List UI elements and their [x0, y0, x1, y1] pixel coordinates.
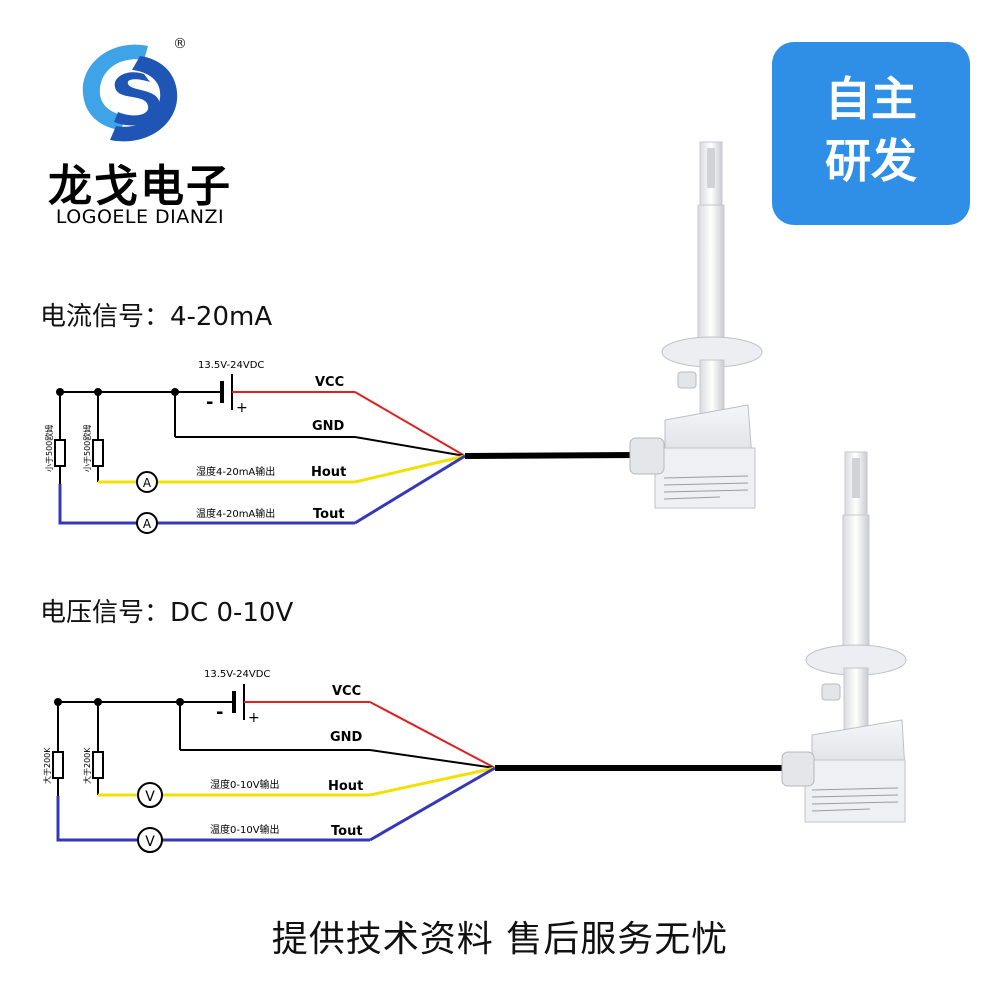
brand-name-en: LOGOELE DIANZI: [55, 206, 225, 228]
voltage-supply-label: 13.5V-24VDC: [204, 669, 270, 680]
battery-icon: - +: [216, 684, 260, 726]
footer-slogan: 提供技术资料 售后服务无忧: [271, 919, 729, 960]
voltmeter-1-icon: [137, 782, 163, 808]
voltage-humidity-label: 湿度0-10V输出: [210, 778, 280, 791]
current-tout-label: Tout: [313, 507, 345, 522]
badge-line-2: 研发: [825, 134, 917, 188]
resistor-3-icon: [52, 751, 64, 779]
ammeter-2-icon: [136, 512, 158, 534]
resistor-2-icon: [92, 439, 104, 467]
voltage-tout-label: Tout: [331, 824, 363, 839]
ammeter-2-symbol: A: [143, 517, 152, 531]
current-vcc-label: VCC: [315, 375, 344, 390]
ammeter-1-symbol: A: [143, 476, 152, 490]
current-hout-label: Hout: [311, 465, 346, 480]
current-temperature-label: 温度4-20mA输出: [196, 507, 275, 520]
current-resistor-label-1: 小于500欧姆: [44, 425, 54, 472]
voltage-gnd-label: GND: [330, 730, 363, 745]
voltage-resistor-label-1: 大于200K: [42, 747, 52, 784]
sensor-product-image-2: [781, 451, 907, 823]
badge-line-1: 自主: [825, 72, 917, 126]
sensor-product-image-1: [629, 141, 763, 509]
current-resistor-label-2: 小于500欧姆: [82, 425, 92, 472]
voltage-hout-label: Hout: [328, 779, 363, 794]
voltmeter-1-symbol: V: [145, 789, 155, 805]
rd-badge: 自主 研发: [772, 42, 970, 225]
registered-mark: ®: [173, 36, 187, 52]
resistor-4-icon: [92, 751, 104, 779]
voltage-wiring-diagram: - + 13.5V-24VDC VCC GND 大于200K 大于200K V: [42, 669, 785, 853]
current-wiring-diagram: - + 13.5V-24VDC VCC GND 小于500欧姆 小于500欧姆: [44, 360, 641, 534]
svg-text:-: -: [216, 702, 223, 723]
voltage-resistor-label-2: 大于200K: [82, 747, 92, 784]
voltmeter-2-symbol: V: [145, 834, 155, 850]
voltmeter-2-icon: [137, 827, 163, 853]
svg-text:-: -: [206, 392, 213, 413]
svg-text:+: +: [248, 710, 260, 726]
battery-icon: - +: [206, 374, 248, 416]
ammeter-1-icon: [136, 471, 158, 493]
voltage-vcc-label: VCC: [332, 684, 361, 699]
current-supply-label: 13.5V-24VDC: [198, 360, 264, 371]
resistor-1-icon: [54, 439, 66, 467]
current-cable: [464, 452, 641, 459]
svg-text:+: +: [236, 400, 248, 416]
voltage-section-title: 电压信号：DC 0-10V: [40, 598, 294, 628]
voltage-temperature-label: 温度0-10V输出: [210, 823, 280, 836]
current-section-title: 电流信号：4-20mA: [40, 302, 273, 332]
brand-name-cn: 龙戈电子: [48, 161, 232, 212]
current-humidity-label: 湿度4-20mA输出: [196, 465, 275, 478]
brand-logo-icon: [82, 44, 178, 142]
current-gnd-label: GND: [312, 419, 345, 434]
